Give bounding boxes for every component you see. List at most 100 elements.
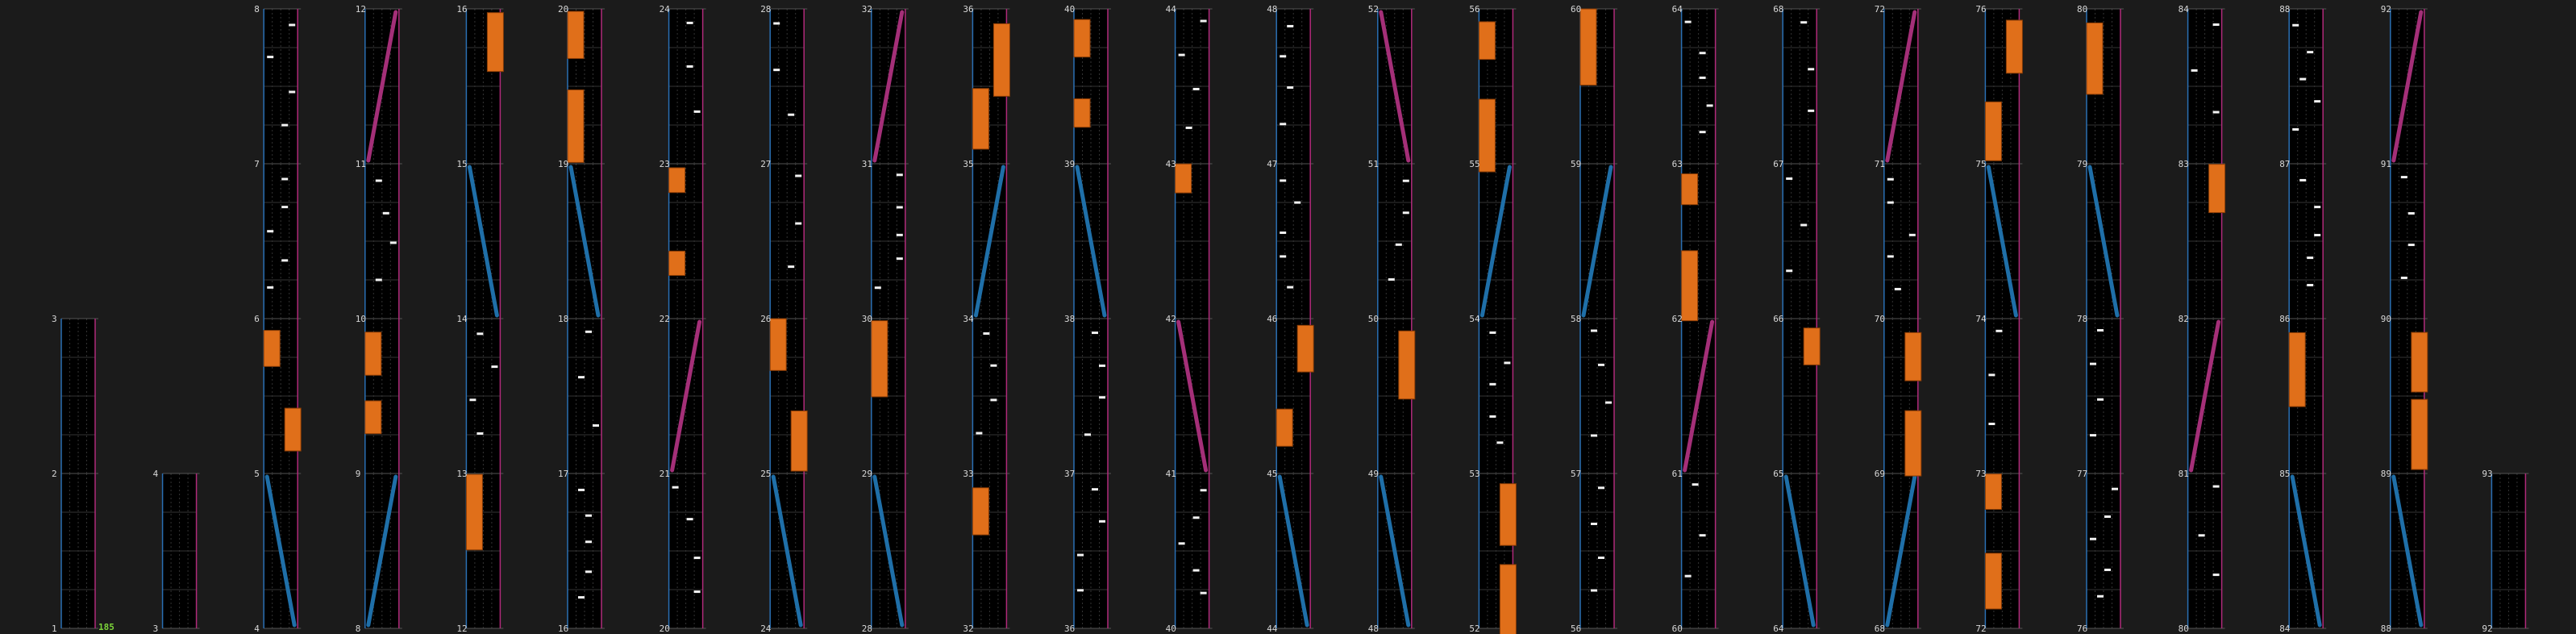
hold-note (1803, 327, 1821, 365)
tap-note (1077, 589, 1084, 592)
measure-number-label: 8 (356, 624, 361, 634)
tap-note (1099, 396, 1105, 399)
measure-number-label: 10 (356, 314, 366, 324)
tap-note (1200, 591, 1207, 594)
hold-note (364, 332, 382, 376)
measure-number-label: 4 (153, 469, 159, 479)
tap-note (1092, 332, 1098, 335)
tap-note (2307, 283, 2314, 286)
tap-note (1504, 361, 1511, 365)
tap-note (2314, 206, 2321, 209)
tap-note (2307, 51, 2314, 54)
hold-note (668, 167, 686, 194)
measure-number-label: 32 (963, 624, 973, 634)
measure-number-label: 34 (963, 314, 974, 324)
slider-blue (1885, 474, 1917, 628)
hold-note (1175, 163, 1192, 194)
tap-note (1280, 255, 1287, 258)
tap-note (267, 230, 274, 233)
measure-number-label: 35 (963, 159, 973, 169)
hold-note (1276, 408, 1293, 447)
tap-note (896, 257, 903, 261)
tap-note (2090, 434, 2096, 437)
tap-note (1887, 201, 1894, 204)
measure-number-label: 6 (254, 314, 260, 324)
tap-note (1808, 109, 1815, 112)
tap-note (1699, 76, 1706, 79)
measure-number-label: 31 (862, 159, 872, 169)
slider-blue (1075, 165, 1107, 318)
measure-number-label: 92 (2482, 624, 2492, 634)
tap-note (686, 518, 693, 521)
tap-note (795, 222, 802, 225)
tap-note (1200, 489, 1207, 492)
tap-note (795, 174, 802, 177)
tap-note (585, 570, 592, 574)
tap-note (2212, 485, 2220, 488)
tap-note (2314, 100, 2321, 103)
tap-note (2292, 23, 2299, 27)
measure-number-label: 50 (1368, 314, 1379, 324)
slider-blue (366, 474, 398, 628)
measure-number-label: 12 (356, 4, 366, 15)
hold-note (972, 487, 989, 536)
measure-number-label: 85 (2279, 469, 2290, 479)
tap-note (693, 557, 701, 560)
measure-number-label: 73 (1975, 469, 1986, 479)
tap-note (1808, 68, 1815, 71)
tap-note (1402, 211, 1409, 215)
tap-note (389, 241, 397, 244)
measure-number-label: 64 (1773, 624, 1784, 634)
measure-number-label: 64 (1672, 4, 1683, 15)
combo-counter: 185 (98, 622, 114, 632)
tap-note (289, 90, 296, 94)
measure-number-label: 76 (2077, 624, 2087, 634)
tap-note (2212, 111, 2220, 114)
measure-number-label: 25 (760, 469, 771, 479)
measure-number-label: 4 (254, 624, 260, 634)
measure-number-label: 63 (1672, 159, 1683, 169)
measure-number-label: 47 (1267, 159, 1277, 169)
tap-note (267, 56, 274, 59)
tap-note (2097, 594, 2104, 598)
tap-note (1178, 542, 1185, 545)
hold-note (1681, 173, 1699, 206)
measure-number-label: 33 (963, 469, 973, 479)
measure-number-label: 59 (1571, 159, 1581, 169)
tap-note (2407, 244, 2415, 247)
slider-blue (973, 165, 1005, 318)
tap-note (1591, 434, 1597, 437)
tap-note (1489, 415, 1496, 418)
measure-number-label: 11 (356, 159, 366, 169)
measure-number-label: 72 (1875, 4, 1885, 15)
tap-note (1192, 569, 1200, 572)
measure-number-label: 56 (1571, 624, 1581, 634)
tap-note (281, 206, 289, 209)
tap-note (1887, 255, 1894, 258)
hold-note (790, 410, 808, 472)
tap-note (281, 123, 289, 127)
measure-number-label: 7 (254, 159, 260, 169)
tap-note (1995, 329, 2003, 332)
slider-blue (1479, 165, 1512, 318)
tap-note (1178, 53, 1185, 56)
measure-number-label: 36 (1064, 624, 1075, 634)
measure-number-label: 29 (862, 469, 872, 479)
tap-note (672, 486, 679, 489)
tap-note (1591, 329, 1597, 332)
tap-note (2104, 515, 2111, 519)
measure-number-label: 44 (1166, 4, 1177, 15)
slider-pink (2391, 10, 2424, 163)
tap-note (2299, 178, 2307, 181)
tap-note (1706, 104, 1713, 107)
tap-note (289, 23, 296, 27)
tap-note (2090, 362, 2096, 365)
tap-note (578, 488, 585, 491)
hold-note (668, 250, 686, 276)
measure-number-label: 75 (1975, 159, 1986, 169)
tap-note (585, 540, 592, 544)
measure-number-label: 86 (2279, 314, 2290, 324)
tap-note (1786, 269, 1793, 273)
tap-note (1496, 441, 1504, 444)
hold-note (2208, 164, 2226, 214)
